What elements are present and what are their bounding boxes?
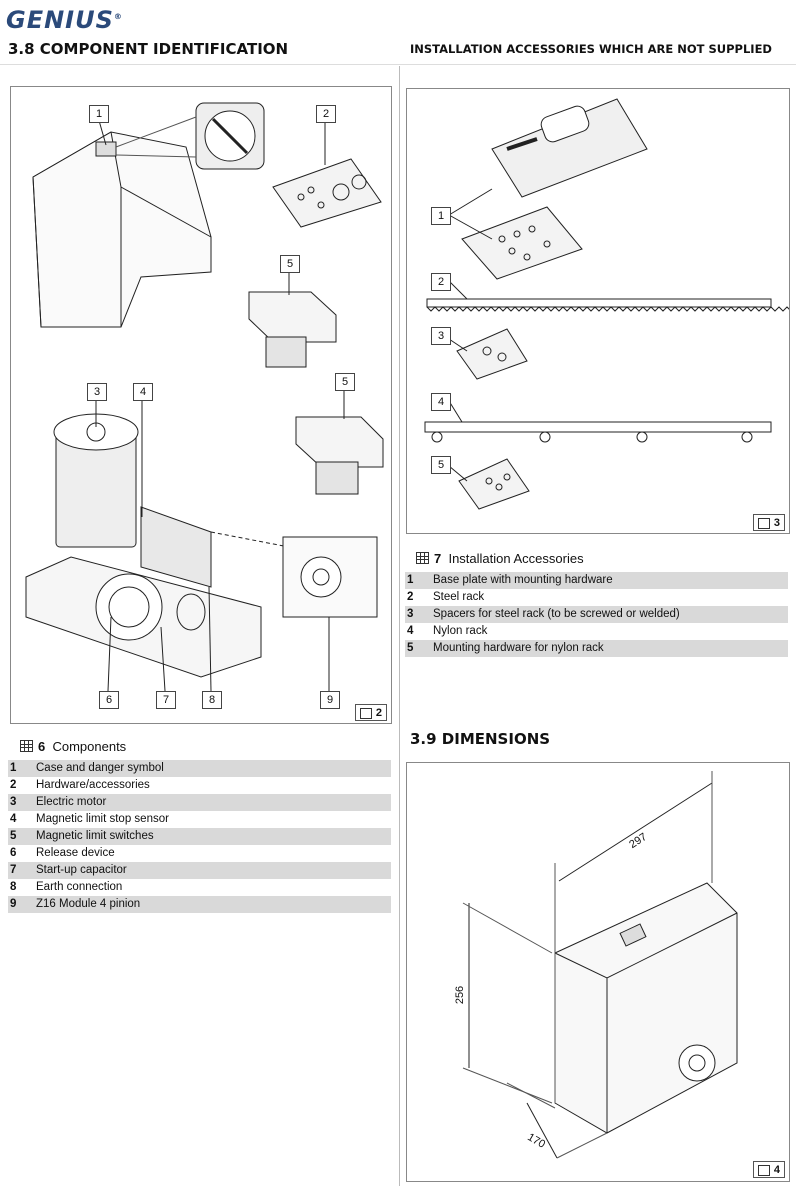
callout-7: 7 [156,691,176,709]
callout-2: 2 [431,273,451,291]
callout-1: 1 [431,207,451,225]
brand-logo: GENIUS® [6,6,123,34]
callout-4: 4 [133,383,153,401]
callout-2: 2 [316,105,336,123]
section-title-accessories: INSTALLATION ACCESSORIES WHICH ARE NOT S… [410,42,772,56]
figure-4-dimensions-drawing: 297 256 170 4 [406,762,790,1182]
callout-8: 8 [202,691,222,709]
section-title-dimensions: 3.9 DIMENSIONS [410,730,551,748]
section-title-components: 3.8 COMPONENT IDENTIFICATION [8,40,289,58]
callout-6: 6 [99,691,119,709]
callout-5: 5 [431,456,451,474]
table-7-title: 7 Installation Accessories [416,551,584,566]
table-icon [20,740,33,752]
figure-3-label: 3 [753,514,785,531]
edit-icon [758,1165,770,1176]
callout-3: 3 [87,383,107,401]
dimensions-illustration [462,771,738,1159]
callout-3: 3 [431,327,451,345]
table-6-title: 6 Components [20,739,126,754]
callout-5b: 5 [335,373,355,391]
dimension-height: 256 [454,985,467,1005]
callout-9: 9 [320,691,340,709]
table-icon [416,552,429,564]
figure-4-label: 4 [753,1161,785,1178]
figure-3-accessories-drawing: 1 2 3 4 5 3 [406,88,796,534]
component-illustration [25,102,384,692]
figure-2-component-drawing: 1 2 3 4 5 5 6 7 8 9 2 [10,86,392,724]
callout-5a: 5 [280,255,300,273]
accessories-illustration [424,98,796,510]
edit-icon [758,518,770,529]
column-divider [399,66,400,1186]
figure-2-label: 2 [355,704,387,721]
callout-1: 1 [89,105,109,123]
callout-4: 4 [431,393,451,411]
edit-icon [360,708,372,719]
header-divider [0,64,796,65]
